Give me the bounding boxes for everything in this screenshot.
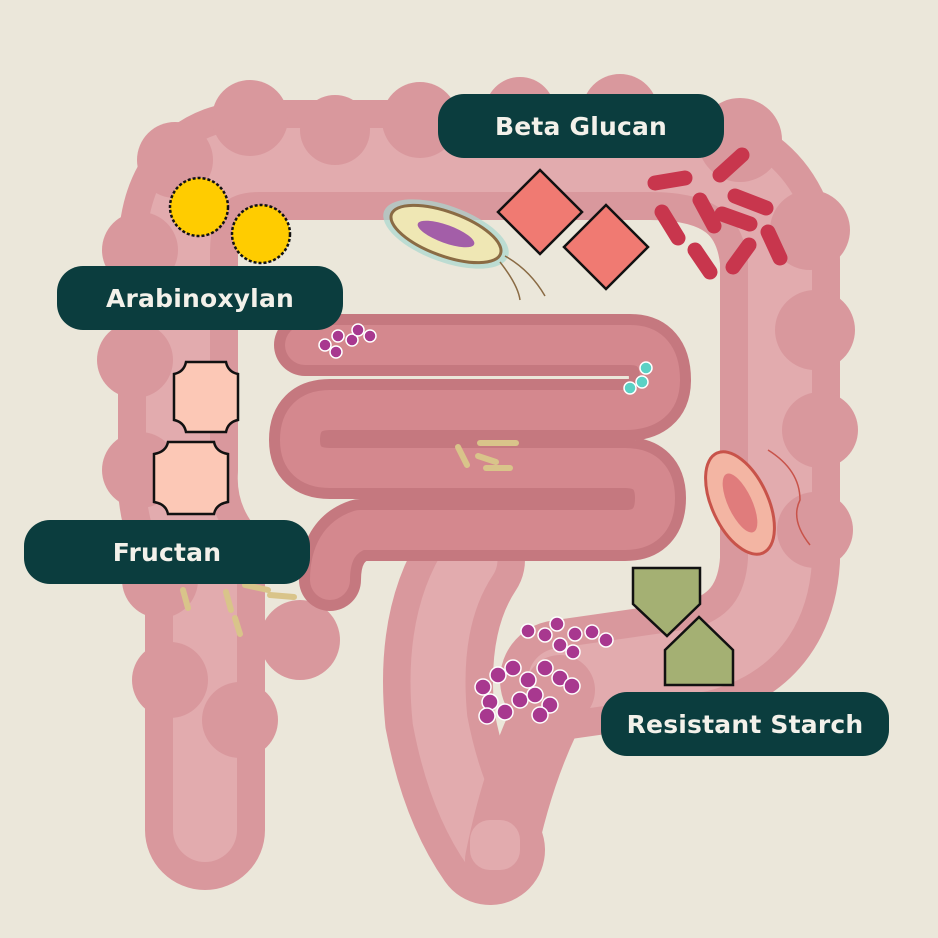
beta-glucan-molecules bbox=[496, 168, 650, 291]
label-beta-glucan-text: Beta Glucan bbox=[494, 111, 668, 141]
label-arabinoxylan-text: Arabinoxylan bbox=[105, 283, 295, 313]
label-beta-glucan: Beta Glucan bbox=[438, 94, 724, 158]
small-intestine bbox=[269, 314, 691, 611]
tan-rods bbox=[180, 440, 519, 637]
teal-cocci bbox=[623, 361, 653, 395]
label-arabinoxylan: Arabinoxylan bbox=[57, 266, 343, 330]
rod-bacterium-orange bbox=[704, 449, 811, 556]
label-fructan-text: Fructan bbox=[112, 537, 222, 567]
rod-bacterium-large bbox=[383, 199, 546, 301]
label-fructan: Fructan bbox=[24, 520, 310, 584]
resistant-starch-molecules bbox=[631, 566, 735, 687]
fructan-molecules bbox=[152, 360, 240, 516]
cocci-bacteria bbox=[318, 323, 614, 725]
label-resistant-starch: Resistant Starch bbox=[601, 692, 889, 756]
label-resistant-starch-text: Resistant Starch bbox=[626, 709, 864, 739]
rod-bacteria-cluster bbox=[647, 147, 788, 280]
arabinoxylan-molecules bbox=[168, 176, 292, 265]
